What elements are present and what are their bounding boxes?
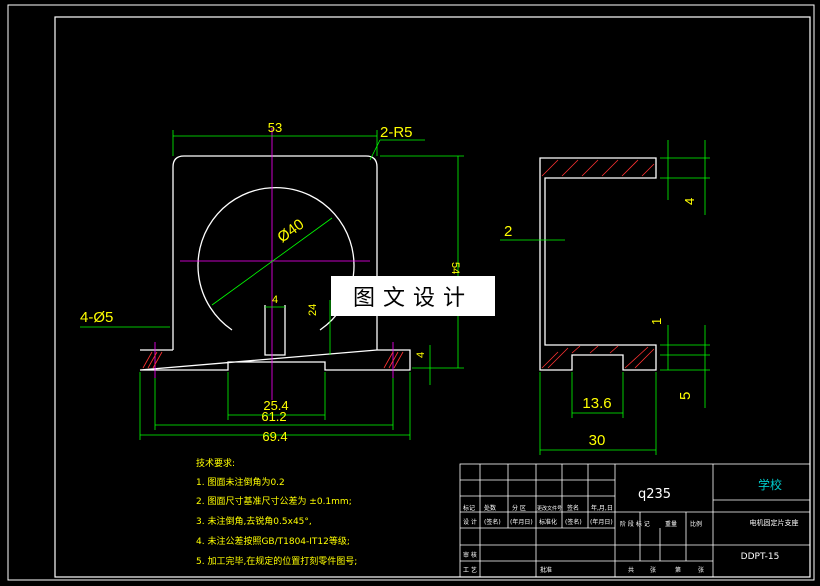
technical-notes: 技术要求: 1. 图面未注倒角为0.2 2. 图面尺寸基准尺寸公差为 ±0.1m…: [196, 457, 357, 567]
tb-design: (年月日): [510, 518, 533, 526]
dim-holes: 4-Ø5: [80, 309, 113, 326]
dim-top-width: 53: [268, 120, 282, 135]
title-block: [459, 463, 811, 578]
dim-overall-width: 69.4: [262, 429, 287, 444]
dim-corner-radius: 2-R5: [380, 124, 413, 141]
dim-bore-diameter: Ø40: [274, 216, 307, 246]
side-view: [500, 140, 710, 455]
tb-drawing-no: DDPT-15: [741, 552, 780, 562]
dim-slot-width: 4: [272, 294, 278, 306]
tb-process: 工 艺: [463, 566, 477, 574]
front-view: [80, 128, 464, 440]
dim-hole-spacing: 61.2: [261, 409, 286, 424]
tb-design: (签名): [565, 518, 582, 526]
dim-recess-width: 25.4: [263, 398, 288, 413]
notes-heading: 技术要求:: [196, 457, 235, 469]
tb-approve: 批准: [540, 566, 552, 574]
watermark: 图文设计: [331, 276, 495, 316]
note-item: 3. 未注倒角,去锐角0.5x45°,: [196, 515, 312, 527]
tb-design: (签名): [484, 518, 501, 526]
inner-frame: [54, 16, 811, 578]
dim-side-width: 30: [589, 432, 606, 449]
note-item: 4. 未注公差按照GB/T1804-IT12等级;: [196, 535, 350, 547]
tb-design: 标准化: [539, 518, 557, 526]
tb-sheet: 张: [698, 566, 704, 574]
dim-base-height: 4: [415, 352, 427, 358]
tb-review: 审 核: [463, 551, 477, 559]
tb-sheet: 张: [650, 566, 656, 574]
tb-stage: 重量: [665, 520, 677, 528]
tb-material: q235: [638, 487, 671, 502]
tb-label: 标记: [463, 504, 475, 512]
outer-frame: [7, 4, 815, 581]
dim-height: 54: [449, 262, 461, 274]
note-item: 5. 加工完毕,在规定的位置打刻零件图号;: [196, 555, 357, 567]
tb-label: 处数: [484, 504, 496, 512]
tb-label: 签名: [567, 504, 579, 512]
dim-hidden: 24: [307, 304, 319, 316]
dim-side-recess: 13.6: [582, 395, 611, 412]
dim-base-thickness: 5: [677, 392, 694, 400]
dim-step-height: 1: [649, 318, 664, 325]
tb-stage: 阶 段 标 记: [620, 520, 650, 528]
tb-label: 更改文件号: [537, 505, 562, 512]
tb-sheet: 共: [628, 566, 634, 574]
tb-stage: 比例: [690, 520, 702, 528]
note-item: 1. 图面未注倒角为0.2: [196, 476, 285, 488]
tb-design: 设 计: [463, 518, 477, 526]
tb-label: 分 区: [512, 504, 526, 512]
tb-label: 年,月,日: [591, 504, 613, 512]
dim-flange-thickness: 4: [682, 198, 697, 205]
tb-sheet: 第: [675, 566, 681, 574]
tb-design: (年月日): [590, 518, 613, 526]
dim-wall-thickness: 2: [504, 223, 512, 240]
tb-school: 学校: [758, 477, 782, 492]
note-item: 2. 图面尺寸基准尺寸公差为 ±0.1mm;: [196, 495, 352, 507]
tb-part-name: 电机固定片支座: [750, 518, 799, 527]
